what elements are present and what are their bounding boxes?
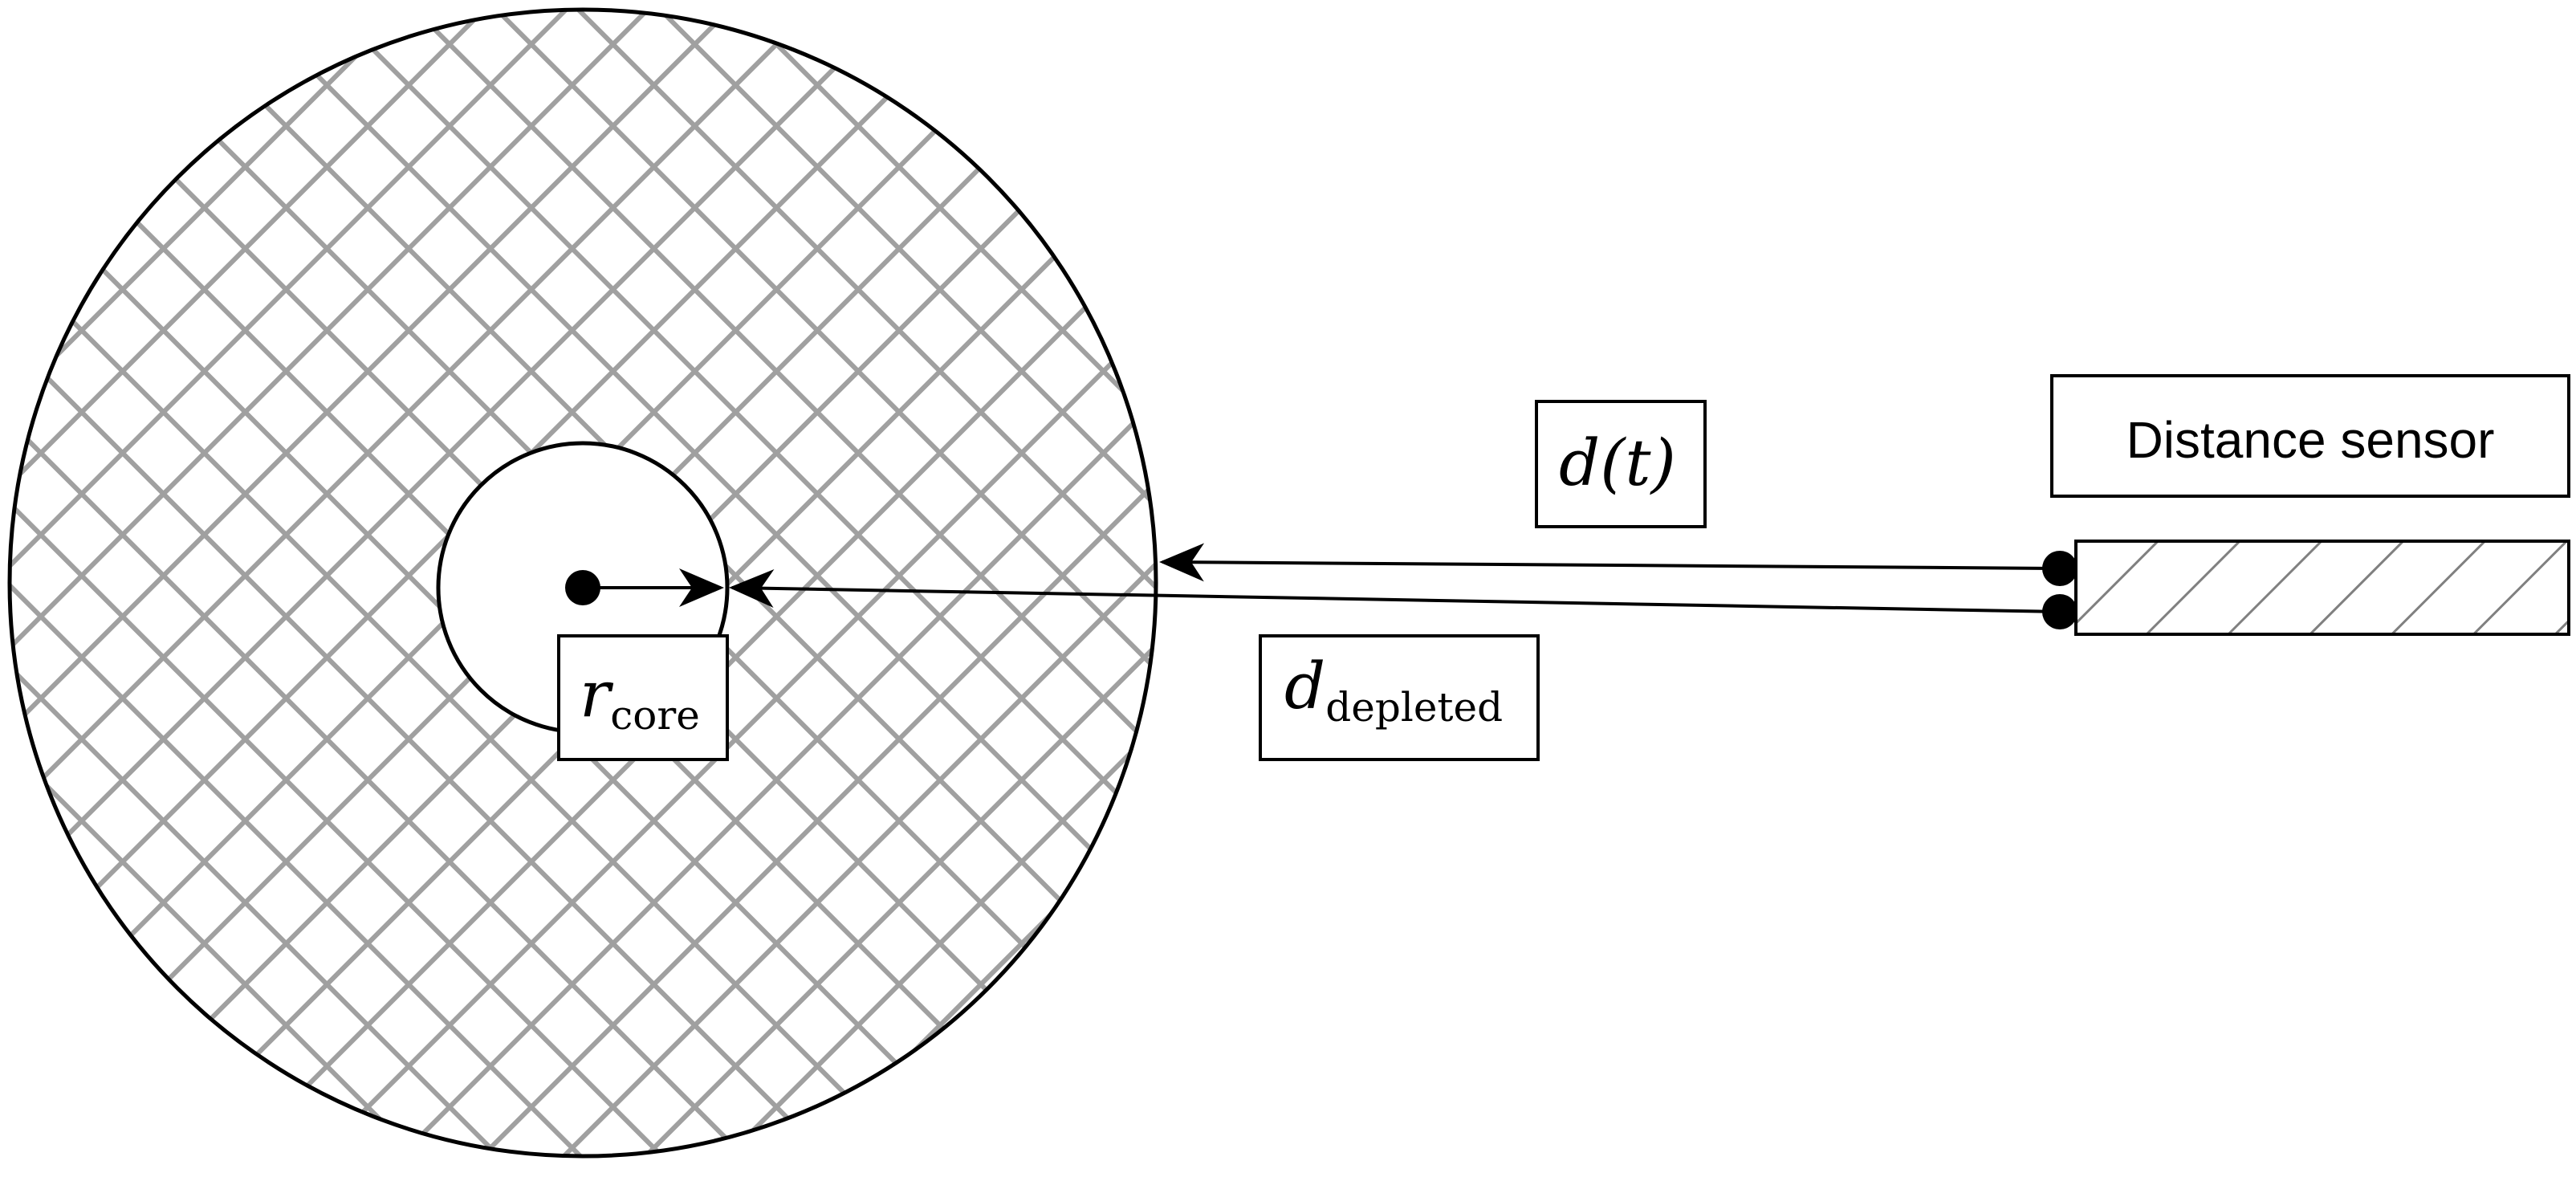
- sensor-label-text: Distance sensor: [2126, 411, 2495, 469]
- distance-sensor-body: [2074, 540, 2570, 636]
- d-depleted-sub-text: depleted: [1325, 684, 1503, 731]
- sensor-label: Distance sensor: [2050, 374, 2570, 498]
- svg-text:rcore: rcore: [580, 657, 700, 739]
- d-depleted-main-text: d: [1284, 649, 1325, 723]
- svg-text:ddepleted: ddepleted: [1284, 649, 1503, 731]
- d-t-text: d(t): [1559, 426, 1676, 500]
- d-depleted-arrow: [729, 568, 2061, 613]
- sensor-emitter-top-icon: [2042, 551, 2077, 586]
- sensor-emitter-bottom-icon: [2042, 594, 2077, 629]
- r-core-sub-text: core: [610, 692, 700, 739]
- r-core-label: rcore: [557, 634, 729, 761]
- r-core-main-text: r: [580, 657, 614, 731]
- d-t-label: d(t): [1535, 400, 1707, 528]
- d-depleted-label: ddepleted: [1259, 634, 1540, 761]
- d-t-arrow: [1159, 543, 2061, 582]
